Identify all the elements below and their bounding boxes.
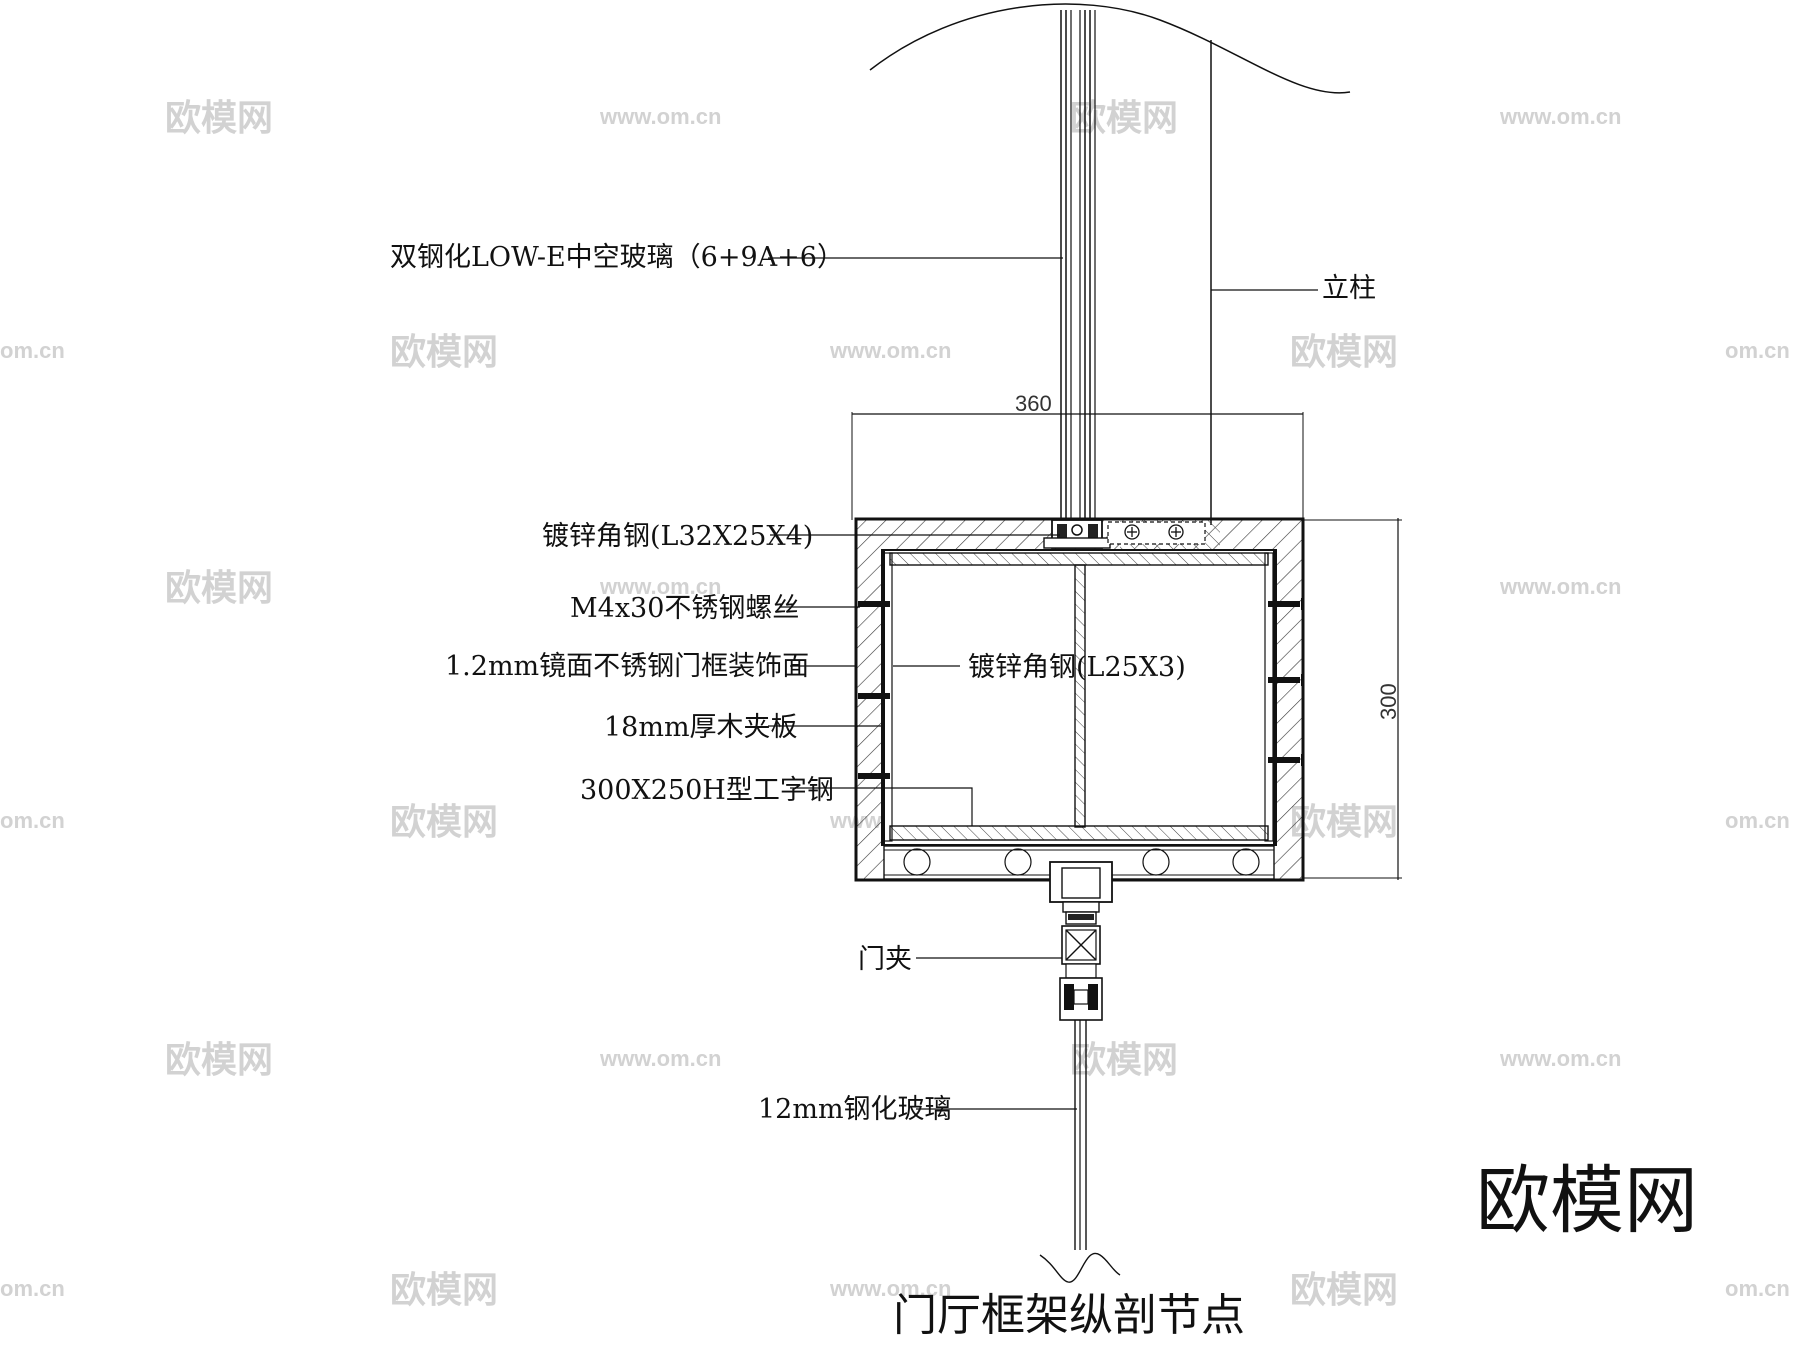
dimension-height-text: 300	[1376, 683, 1401, 720]
label-h-beam: 300X250H型工字钢	[580, 775, 834, 806]
watermark-edge: om.cn	[1725, 1276, 1790, 1301]
insulated-glass-unit	[1060, 10, 1096, 525]
watermark-url: www.om.cn	[1499, 574, 1621, 599]
watermark-layer: 欧模网 www.om.cn 欧模网 www.om.cn om.cn 欧模网 ww…	[0, 97, 1790, 1310]
screws	[855, 598, 1303, 782]
watermark-cn: 欧模网	[1070, 1039, 1178, 1080]
label-tempered-glass: 12mm钢化玻璃	[758, 1094, 952, 1125]
watermark-edge: om.cn	[0, 808, 65, 833]
watermark-edge: om.cn	[1725, 808, 1790, 833]
label-mullion: 立柱	[1322, 273, 1376, 304]
drawing-title: 门厅框架纵剖节点	[893, 1290, 1245, 1341]
watermark-url: www.om.cn	[829, 1276, 951, 1301]
watermark-url: www.om.cn	[1499, 1046, 1621, 1071]
watermark-edge: om.cn	[0, 1276, 65, 1301]
tempered-glass-panel	[1039, 1020, 1121, 1283]
label-plywood: 18mm厚木夹板	[604, 712, 798, 743]
label-stainless-face: 1.2mm镜面不锈钢门框装饰面	[445, 651, 809, 682]
watermark-cn: 欧模网	[1290, 1269, 1398, 1310]
break-line-top	[869, 3, 1351, 94]
label-angle-steel-inner: 镀锌角钢(L25X3)	[968, 652, 1186, 683]
watermark-url: www.om.cn	[829, 338, 951, 363]
watermark-cn: 欧模网	[1290, 801, 1398, 842]
watermark-url: www.om.cn	[599, 1046, 721, 1071]
watermark-cn: 欧模网	[165, 1039, 273, 1080]
watermark-cn: 欧模网	[165, 97, 273, 138]
watermark-cn: 欧模网	[1290, 331, 1398, 372]
label-insulated-glass: 双钢化LOW-E中空玻璃（6+9A+6）	[390, 242, 844, 273]
watermark-cn: 欧模网	[390, 331, 498, 372]
watermark-cn: 欧模网	[1070, 97, 1178, 138]
label-screw: M4x30不锈钢螺丝	[570, 593, 799, 624]
door-clamp	[1049, 861, 1113, 1021]
leader-lines	[768, 257, 1318, 1110]
frame-section	[854, 517, 1305, 882]
dimension-width-text: 360	[1015, 391, 1052, 416]
glazing-pocket	[1043, 519, 1111, 549]
label-angle-steel-top: 镀锌角钢(L32X25X4)	[542, 521, 813, 552]
dimension-width: 360	[851, 391, 1304, 520]
dimension-height: 300	[1302, 518, 1402, 880]
label-door-clamp: 门夹	[858, 944, 912, 975]
watermark-cn: 欧模网	[390, 801, 498, 842]
watermark-edge: om.cn	[1725, 338, 1790, 363]
watermark-url: www.om.cn	[1499, 104, 1621, 129]
watermark-url: www.om.cn	[599, 104, 721, 129]
watermark-url: www.om.cn	[599, 574, 721, 599]
watermark-cn: 欧模网	[165, 567, 273, 608]
watermark-cn: 欧模网	[390, 1269, 498, 1310]
watermark-edge: om.cn	[0, 338, 65, 363]
brand-logo: 欧模网	[1476, 1159, 1698, 1242]
bolt-plate	[1107, 521, 1206, 545]
